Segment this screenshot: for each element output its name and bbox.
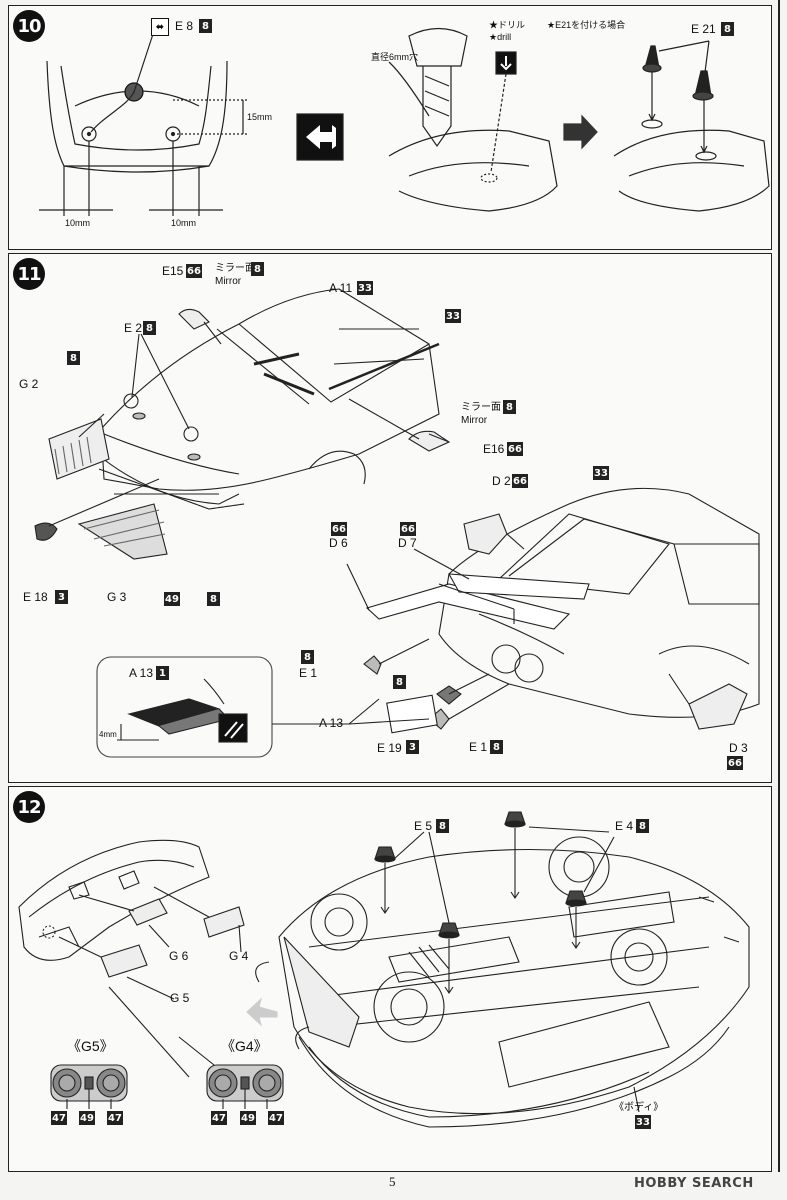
g4-label: G 4 <box>229 949 249 963</box>
mirror-right-en: Mirror <box>461 415 488 426</box>
e19-color: 3 <box>406 740 419 754</box>
g4-color-mid: 49 <box>240 1111 256 1125</box>
d3-color: 66 <box>727 756 743 770</box>
a13-dim: 4mm <box>99 730 117 739</box>
g2-part: G 2 <box>19 377 39 391</box>
g5-color-mid: 49 <box>79 1111 95 1125</box>
a13-part: A 13 <box>319 716 344 730</box>
drill-jp-label: ★ドリル <box>489 20 526 30</box>
e15-part: E15 <box>162 264 184 278</box>
d2-color: 66 <box>512 474 528 488</box>
page-number: 5 <box>389 1174 396 1189</box>
e4-part: E 4 <box>615 819 634 833</box>
g4-color-right: 47 <box>268 1111 284 1125</box>
g3-color: 49 <box>164 592 180 606</box>
e2-part: E 2 <box>124 321 143 335</box>
e21-color-code: 8 <box>721 22 734 36</box>
step-number: 11 <box>13 258 45 290</box>
d7-part: D 7 <box>398 536 417 550</box>
g5-color-right: 47 <box>107 1111 123 1125</box>
hole-6mm-label: 直径6mm穴 <box>371 52 418 62</box>
dim-15mm: 15mm <box>247 112 273 122</box>
g5-label: G 5 <box>170 991 190 1005</box>
e18-part: E 18 <box>23 590 48 604</box>
mirror-top-color: 8 <box>251 262 264 276</box>
step-11-panel: 11 <box>8 253 772 783</box>
e4-color: 8 <box>636 819 649 833</box>
step-11-drawing <box>34 288 760 758</box>
e21-part-label: E 21 <box>691 22 716 36</box>
body-label: 《ボディ》 <box>614 1102 664 1113</box>
stripe-color: 33 <box>445 309 461 323</box>
g3-part: G 3 <box>107 590 127 604</box>
e15-color: 66 <box>186 264 202 278</box>
mirror-right-jp: ミラー面 <box>461 402 501 413</box>
e2-color: 8 <box>143 321 156 335</box>
step-10-panel: 10 <box>8 5 772 250</box>
e21-note: ★E21を付ける場合 <box>547 20 626 30</box>
e1-right-color: 8 <box>490 740 503 754</box>
e18-color: 3 <box>55 590 68 604</box>
a11-color: 33 <box>357 281 373 295</box>
a11-part: A 11 <box>329 281 353 295</box>
d7-color: 66 <box>400 522 416 536</box>
step-number: 12 <box>13 791 45 823</box>
e5-part: E 5 <box>414 819 433 833</box>
a13-inset-part: A 13 <box>129 666 154 680</box>
g2-color: 8 <box>67 351 80 365</box>
roof-color: 33 <box>593 466 609 480</box>
step-10-drawing <box>39 27 770 216</box>
mirror-top-en: Mirror <box>215 276 242 287</box>
d6-color: 66 <box>331 522 347 536</box>
front-color: 8 <box>207 592 220 606</box>
mirror-top-jp: ミラー面 <box>215 263 255 274</box>
g4-title: 《G4》 <box>221 1038 268 1054</box>
g4-color-left: 47 <box>211 1111 227 1125</box>
e5-color: 8 <box>436 819 449 833</box>
step-number: 10 <box>13 10 45 42</box>
e1-right-part: E 1 <box>469 740 488 754</box>
watermark: HOBBY SEARCH <box>634 1176 754 1191</box>
body-color: 33 <box>635 1115 651 1129</box>
block-color: 8 <box>393 675 406 689</box>
e1-left-color: 8 <box>301 650 314 664</box>
d2-part: D 2 <box>492 474 511 488</box>
e8-color-code: 8 <box>199 19 212 33</box>
e8-swap-icon: ⬌ <box>151 18 169 36</box>
dim-10mm-left: 10mm <box>65 218 91 228</box>
e1-left-part: E 1 <box>299 666 318 680</box>
g6-label: G 6 <box>169 949 189 963</box>
mirror-right-color: 8 <box>503 400 516 414</box>
g5-title: 《G5》 <box>67 1038 114 1054</box>
e8-part-label: E 8 <box>175 19 194 33</box>
dim-10mm-right: 10mm <box>171 218 197 228</box>
page-edge-line <box>778 0 780 1172</box>
step-12-panel: 12 <box>8 786 772 1172</box>
a13-inset-color: 1 <box>156 666 169 680</box>
e16-part: E16 <box>483 442 505 456</box>
e16-color: 66 <box>507 442 523 456</box>
drill-en-label: ★drill <box>489 32 512 42</box>
e19-part: E 19 <box>377 741 402 755</box>
d3-part: D 3 <box>729 741 748 755</box>
g5-color-left: 47 <box>51 1111 67 1125</box>
d6-part: D 6 <box>329 536 348 550</box>
step-12-drawing <box>18 811 750 1128</box>
